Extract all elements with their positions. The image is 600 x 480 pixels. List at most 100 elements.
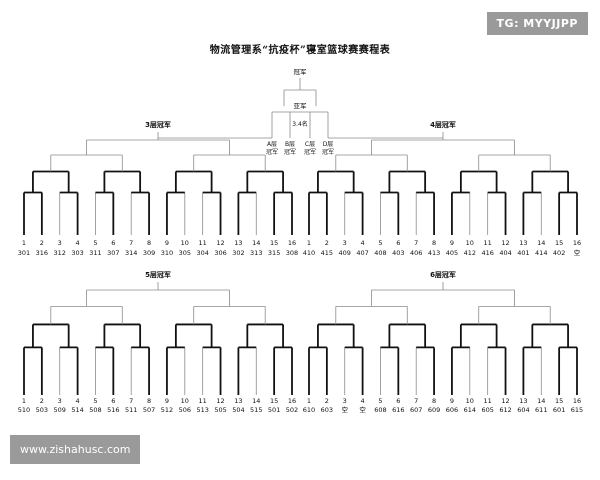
seed-number: 7 [414,239,418,247]
seed-number: 10 [181,239,189,247]
champion-label: 冠军 [294,68,308,76]
seed-number: 16 [573,397,581,405]
room-number: 307 [107,249,119,257]
seed-number: 8 [432,397,436,405]
seed-number: 1 [22,397,26,405]
seed-number: 4 [76,239,80,247]
room-number: 601 [553,406,565,414]
floor-champion-slot: 冠军 [322,149,334,156]
room-number: 509 [54,406,66,414]
room-number: 空 [341,405,348,414]
runner-up-label: 亚军 [294,102,308,110]
seed-number: 10 [466,239,474,247]
seed-number: 8 [147,239,151,247]
floor-champion-slot: B层 [285,141,295,148]
room-number: 604 [517,406,529,414]
room-number: 408 [374,249,386,257]
seed-number: 6 [396,239,400,247]
seed-number: 3 [343,239,347,247]
seed-number: 11 [484,397,492,405]
seed-number: 9 [165,397,169,405]
room-number: 309 [143,249,155,257]
room-number: 406 [410,249,422,257]
seed-number: 2 [40,239,44,247]
seed-number: 5 [378,239,382,247]
room-number: 312 [54,249,66,257]
room-number: 502 [286,406,298,414]
room-number: 316 [36,249,48,257]
room-number: 616 [392,406,404,414]
room-number: 612 [499,406,511,414]
seed-number: 3 [58,239,62,247]
floor-champion-slot: 冠军 [304,149,316,156]
room-number: 415 [321,249,333,257]
room-number: 315 [268,249,280,257]
page-title: 物流管理系“抗疫杯”寝室篮球赛赛程表 [209,45,391,56]
seed-number: 14 [537,239,545,247]
seed-number: 4 [76,397,80,405]
room-number: 614 [464,406,476,414]
floor-champion-label: 5层冠军 [145,270,171,279]
seed-number: 3 [58,397,62,405]
seed-number: 16 [288,397,296,405]
floor-champion-slot: C层 [305,141,315,148]
seed-number: 13 [234,239,242,247]
room-number: 403 [392,249,404,257]
third-fourth-label: 3.4名 [292,120,308,128]
room-number: 412 [464,249,476,257]
room-number: 304 [196,249,208,257]
seed-number: 16 [288,239,296,247]
room-number: 409 [339,249,351,257]
room-number: 313 [250,249,262,257]
seed-number: 15 [270,397,278,405]
seed-number: 9 [450,397,454,405]
room-number: 503 [36,406,48,414]
seed-number: 15 [555,397,563,405]
floor-champion-label: 4层冠军 [430,120,456,129]
room-number: 516 [107,406,119,414]
floor-champion-label: 6层冠军 [430,270,456,279]
seed-number: 8 [147,397,151,405]
room-number: 308 [286,249,298,257]
seed-number: 14 [252,239,260,247]
room-number: 303 [71,249,83,257]
floor-champion-slot: 冠军 [284,149,296,156]
room-number: 607 [410,406,422,414]
room-number: 310 [161,249,173,257]
room-number: 603 [321,406,333,414]
room-number: 301 [18,249,30,257]
room-number: 404 [499,249,511,257]
watermark-bottom: www.zishahusc.com [10,435,141,464]
room-number: 405 [446,249,458,257]
seed-number: 2 [40,397,44,405]
seed-number: 14 [537,397,545,405]
seed-number: 14 [252,397,260,405]
room-number: 空 [359,405,366,414]
seed-number: 1 [307,397,311,405]
seed-number: 13 [519,397,527,405]
seed-number: 13 [234,397,242,405]
seed-number: 11 [199,239,207,247]
seed-number: 15 [270,239,278,247]
room-number: 608 [374,406,386,414]
room-number: 610 [303,406,315,414]
floor-champion-slot: A层 [267,141,277,148]
seed-number: 5 [378,397,382,405]
seed-number: 4 [361,239,365,247]
seed-number: 6 [111,397,115,405]
room-number: 402 [553,249,565,257]
room-number: 615 [571,406,583,414]
room-number: 407 [356,249,368,257]
room-number: 306 [214,249,226,257]
floor-champion-label: 3层冠军 [145,120,171,129]
room-number: 314 [125,249,137,257]
seed-number: 16 [573,239,581,247]
seed-number: 12 [216,239,224,247]
room-number: 510 [18,406,30,414]
room-number: 311 [89,249,101,257]
seed-number: 8 [432,239,436,247]
seed-number: 13 [519,239,527,247]
room-number: 609 [428,406,440,414]
seed-number: 2 [325,397,329,405]
seed-number: 9 [450,239,454,247]
